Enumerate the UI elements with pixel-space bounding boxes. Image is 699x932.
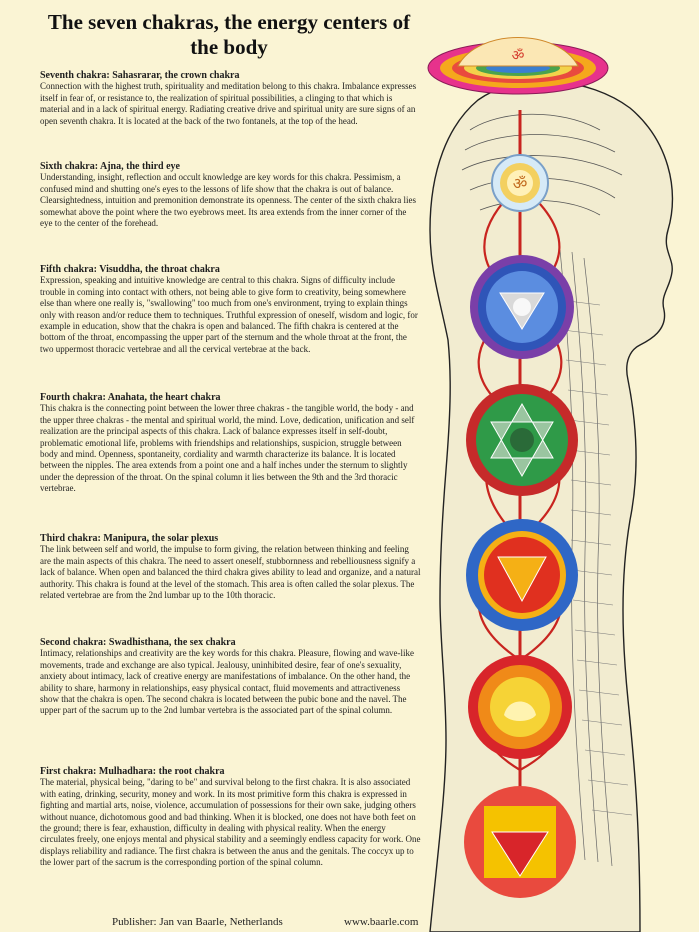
section-third-chakra: Third chakra: Manipura, the solar plexus… <box>40 533 421 601</box>
section-heading: Third chakra: Manipura, the solar plexus <box>40 533 219 544</box>
section-body: Understanding, insight, reflection and o… <box>40 172 416 229</box>
brain-lines <box>461 113 623 216</box>
svg-text:ॐ: ॐ <box>513 174 528 193</box>
section-fourth-chakra: Fourth chakra: Anahata, the heart chakra… <box>40 392 421 495</box>
section-body: The material, physical being, "daring to… <box>40 777 421 868</box>
section-second-chakra: Second chakra: Swadhisthana, the sex cha… <box>40 637 421 717</box>
section-heading: Seventh chakra: Sahasrarar, the crown ch… <box>40 70 240 81</box>
section-seventh-chakra: Seventh chakra: Sahasrarar, the crown ch… <box>40 70 421 127</box>
section-body: The link between self and world, the imp… <box>40 544 421 601</box>
publisher-text: Publisher: Jan van Baarle, Netherlands <box>112 916 283 928</box>
section-heading: Fifth chakra: Visuddha, the throat chakr… <box>40 264 220 275</box>
section-body: Expression, speaking and intuitive knowl… <box>40 275 418 354</box>
section-heading: Sixth chakra: Ajna, the third eye <box>40 161 180 172</box>
section-heading: Second chakra: Swadhisthana, the sex cha… <box>40 637 236 648</box>
solar-plexus-chakra <box>466 519 578 631</box>
om-glyph: ॐ <box>512 48 525 64</box>
section-body: Intimacy, relationships and creativity a… <box>40 648 415 716</box>
section-first-chakra: First chakra: Mulhadhara: the root chakr… <box>40 766 421 869</box>
root-chakra <box>464 786 576 898</box>
sacral-chakra <box>468 655 572 759</box>
section-heading: Fourth chakra: Anahata, the heart chakra <box>40 392 221 403</box>
third-eye-chakra: ॐ <box>491 154 549 212</box>
website-link[interactable]: www.baarle.com <box>344 916 419 928</box>
poster-title: The seven chakras, the energy centers of… <box>47 10 411 59</box>
crown-chakra: ॐ <box>427 37 609 95</box>
section-heading: First chakra: Mulhadhara: the root chakr… <box>40 766 225 777</box>
section-body: Connection with the highest truth, spiri… <box>40 81 417 126</box>
heart-chakra <box>466 384 578 496</box>
section-fifth-chakra: Fifth chakra: Visuddha, the throat chakr… <box>40 264 421 355</box>
footer: Publisher: Jan van Baarle, Netherlands w… <box>112 916 442 928</box>
section-body: This chakra is the connecting point betw… <box>40 403 415 494</box>
section-sixth-chakra: Sixth chakra: Ajna, the third eye Unders… <box>40 161 421 229</box>
throat-chakra <box>470 255 574 359</box>
